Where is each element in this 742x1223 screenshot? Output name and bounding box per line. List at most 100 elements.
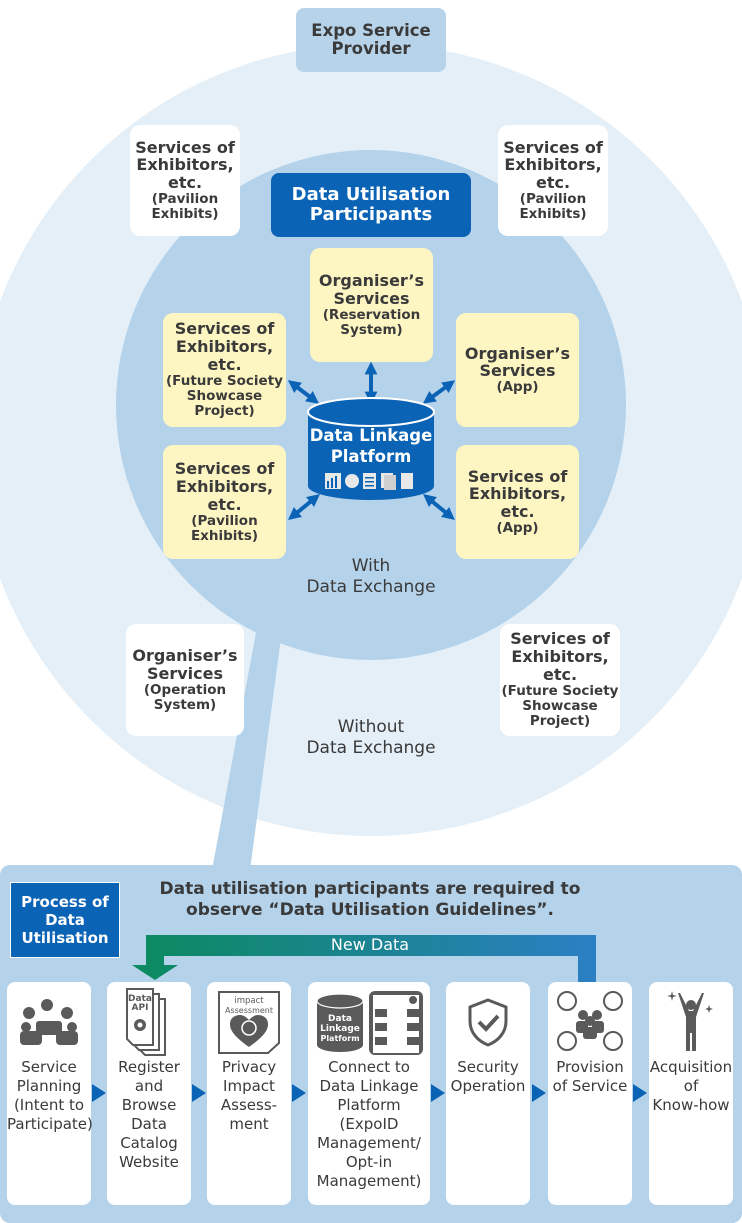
icon-text: Data [328,1014,352,1024]
with-data-exchange-label: With Data Exchange [270,556,472,599]
service-title: etc. [535,173,571,193]
label-line: and [134,1077,164,1096]
label-line: Catalog [120,1134,178,1153]
step-label: Security Operation [446,1058,530,1096]
service-subtitle: Project) [194,403,255,420]
icon-text: Data [128,994,152,1004]
icon-text: impact [234,996,264,1006]
impact-assessment-icon: impact Assessment [207,986,291,1058]
service-title: Services [479,361,556,381]
label-line: Service [21,1058,77,1076]
service-title: Exhibitors, [175,337,274,357]
label-line: (ExpoID [339,1115,399,1134]
service-title: Services [146,663,224,683]
service-title: Exhibitors, [468,484,567,504]
service-title: Services of [510,629,610,649]
service-subtitle: (Future Society [166,373,283,390]
icon-text: Assessment [225,1006,273,1015]
label-line: Impact [223,1077,275,1096]
service-subtitle: Showcase [522,698,598,715]
outer-service-box: Services of Exhibitors, etc. (Future Soc… [500,624,620,736]
service-subtitle: System) [340,321,403,338]
label-line: Browse [121,1096,177,1115]
participants-line: Data Utilisation [291,183,451,205]
data-utilisation-participants-label: Data Utilisation Participants [271,173,471,237]
label-line: of [683,1077,699,1096]
step-label: Acquisition of Know-how [649,1058,733,1115]
provider-line: Provider [331,39,411,58]
expo-service-provider-label: Expo Service Provider [296,8,446,72]
label-line: Participate) [7,1115,93,1134]
inner-service-box: Services of Exhibitors, etc. (Future Soc… [163,313,286,427]
label-line: Register [118,1058,180,1076]
inner-service-box: Organiser’s Services (Reservation System… [310,248,433,362]
heading-line: observe “Data Utilisation Guidelines”. [186,900,554,921]
icon-text: Linkage [320,1024,360,1034]
without-data-exchange-label: Without Data Exchange [270,717,472,760]
platform-line: Platform [330,446,412,466]
label-line: Security [457,1058,519,1076]
service-title: Organiser’s [318,270,425,290]
label-line: of Service [552,1077,628,1096]
label-line: Operation [450,1077,526,1096]
label-line: ment [229,1115,269,1134]
service-subtitle: System) [153,696,217,713]
service-title: Services of [503,137,603,157]
service-provision-icon [548,986,632,1058]
label-line: (Intent to [13,1096,85,1115]
label-line: Without [337,717,405,737]
step-label: Connect to Data Linkage Platform (ExpoID… [308,1058,430,1191]
provider-line: Expo Service [311,20,431,40]
service-subtitle: Showcase [186,388,263,405]
step-privacy-impact: impact Assessment Privacy Impact Assess-… [207,982,291,1205]
inner-service-box: Services of Exhibitors, etc. (Pavilion E… [163,445,286,559]
service-title: Exhibitors, [136,155,234,175]
service-subtitle: (Future Society [501,683,619,700]
outer-service-box: Services of Exhibitors, etc. (Pavilion E… [498,125,608,236]
outer-service-box: Services of Exhibitors, etc. (Pavilion E… [130,125,240,236]
label-line: Planning [16,1077,82,1096]
data-linkage-platform-icon: Data Linkage Platform [308,986,430,1058]
step-label: Privacy Impact Assess- ment [207,1058,291,1134]
service-subtitle: Exhibits) [190,527,259,544]
person-cheering-icon [649,986,733,1058]
step-arrow [292,1084,306,1102]
step-label: Provision of Service [548,1058,632,1096]
service-title: etc. [207,355,242,375]
service-title: Services of [174,459,275,479]
service-title: Exhibitors, [175,476,274,496]
participants-line: Participants [309,204,433,225]
shield-check-icon [446,986,530,1058]
service-title: Organiser’s [464,343,571,363]
tag-line: Process of [21,893,109,911]
service-title: Organiser’s [132,645,238,665]
step-arrow [192,1084,206,1102]
label-line: Provision [556,1058,624,1076]
label-line: Acquisition [649,1058,733,1076]
label-line: Website [119,1153,179,1172]
service-subtitle: (Operation [143,681,227,698]
step-connect-platform: Data Linkage Platform Connect to Data Li… [308,982,430,1205]
label-line: Management/ [317,1134,421,1153]
service-title: Services of [174,319,275,339]
step-arrow [633,1084,647,1102]
step-label: Register and Browse Data Catalog Website [107,1058,191,1172]
inner-service-box: Services of Exhibitors, etc. (App) [456,445,579,559]
icon-text: API [132,1003,149,1013]
service-title: etc. [207,494,242,514]
service-subtitle: (App) [496,520,539,537]
service-title: etc. [542,665,578,685]
step-arrow [532,1084,546,1102]
guidelines-heading: Data utilisation participants are requir… [130,879,610,922]
label-line: Assess- [220,1096,278,1115]
label-line: Data Linkage [319,1077,419,1096]
outer-service-box: Organiser’s Services (Operation System) [126,624,244,736]
label-line: Management) [316,1172,422,1191]
tag-line: Utilisation [21,929,109,947]
service-subtitle: Exhibits) [519,206,587,223]
service-title: Services of [135,137,235,157]
label-line: With [351,556,391,576]
tag-line: Data [45,911,85,929]
heading-line: Data utilisation participants are requir… [159,879,581,899]
step-acquisition-knowhow: Acquisition of Know-how [649,982,733,1205]
